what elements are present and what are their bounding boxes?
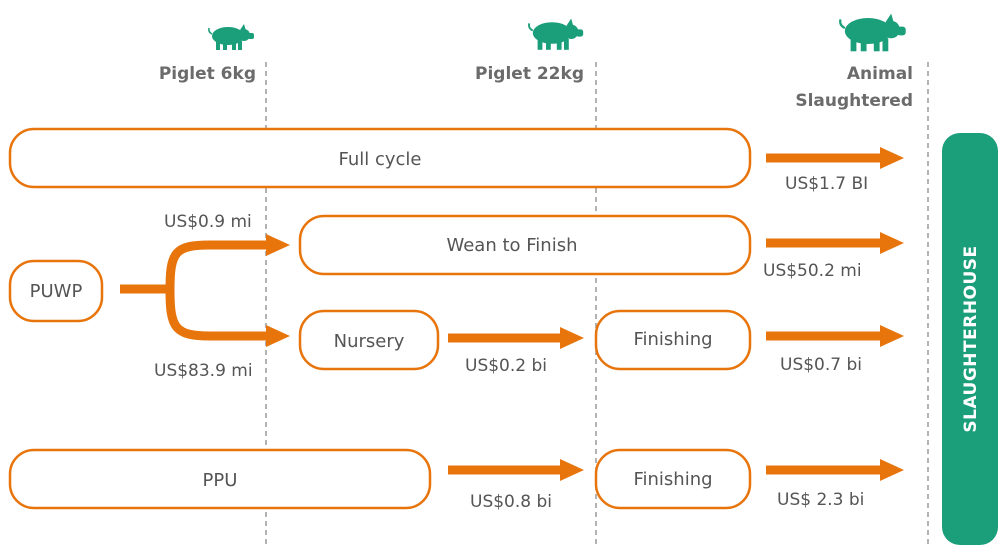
slaughterhouse-bar: [942, 133, 998, 545]
stage-label-piglet-6kg: Piglet 6kg: [159, 64, 256, 84]
arrow-nursery-to-finishing: [448, 327, 584, 349]
box-finishing-2: [594, 448, 752, 510]
pig-icon-animal-slaughtered: [839, 12, 907, 53]
value-ppu-to-finishing: US$0.8 bi: [470, 492, 552, 512]
arrow-head-to-wean: [266, 234, 290, 256]
stage-label-animal: Animal: [847, 64, 913, 84]
stage-label-piglet-22kg: Piglet 22kg: [475, 64, 584, 84]
box-ppu-label: PPU: [203, 470, 238, 491]
box-nursery: [298, 309, 440, 371]
value-wean-to-finish-out: US$50.2 mi: [763, 261, 862, 281]
box-puwp-label: PUWP: [30, 281, 83, 302]
pig-icon-piglet-6kg: [208, 23, 255, 51]
arrow-wean-to-finish-out: [766, 232, 904, 254]
box-full-cycle-label: Full cycle: [338, 149, 421, 170]
stage-label-slaughtered: Slaughtered: [795, 91, 913, 111]
value-finishing-1-out: US$0.7 bi: [780, 355, 862, 375]
box-wean-to-finish-label: Wean to Finish: [446, 235, 577, 256]
arrow-finishing-1-out: [766, 325, 904, 347]
box-puwp: [8, 259, 104, 323]
box-finishing-2-label: Finishing: [633, 469, 712, 490]
box-finishing-1: [594, 309, 752, 371]
slaughterhouse-label: SLAUGHTERHOUSE: [961, 245, 981, 432]
box-finishing-1-label: Finishing: [633, 329, 712, 350]
value-finishing-2-out: US$ 2.3 bi: [777, 490, 864, 510]
box-full-cycle: [8, 127, 752, 189]
arrow-head-to-nursery: [266, 325, 290, 347]
arrow-full-cycle-out: [766, 147, 904, 169]
value-puwp-to-wean: US$0.9 mi: [164, 212, 252, 232]
split-connector: [120, 240, 272, 341]
arrow-ppu-to-finishing: [448, 459, 584, 481]
value-full-cycle-out: US$1.7 BI: [785, 174, 868, 194]
box-wean-to-finish: [298, 214, 752, 276]
box-nursery-label: Nursery: [334, 331, 405, 352]
box-ppu: [8, 448, 432, 510]
arrow-finishing-2-out: [766, 459, 904, 481]
value-nursery-to-finishing: US$0.2 bi: [465, 356, 547, 376]
value-puwp-to-nursery: US$83.9 mi: [154, 361, 253, 381]
pig-icon-piglet-22kg: [528, 17, 585, 51]
